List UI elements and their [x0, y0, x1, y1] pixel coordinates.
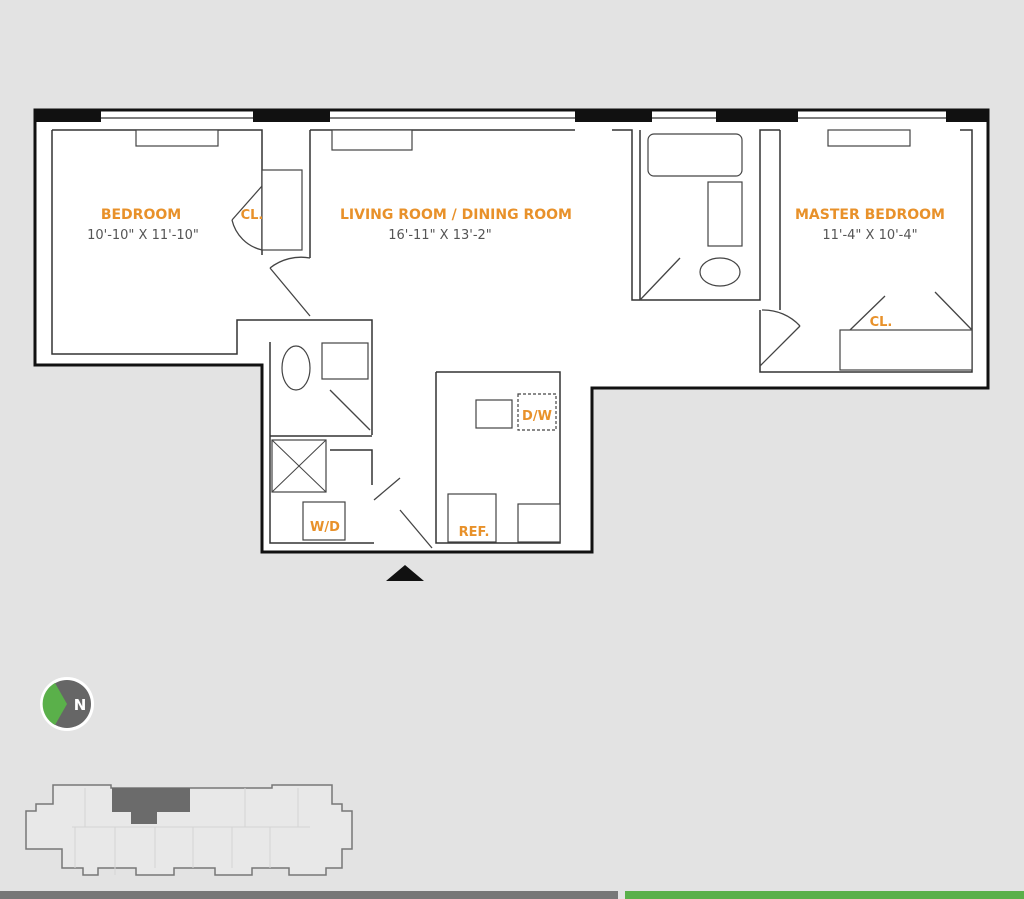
entry-arrow-icon: [386, 565, 424, 581]
progress-bar-right: [625, 891, 1024, 899]
closet-label: CL.: [241, 208, 264, 223]
vanity-sink: [707, 181, 743, 247]
master-bedroom-name: MASTER BEDROOM: [795, 207, 945, 223]
kitchen-sink: [475, 399, 513, 429]
closet-shelf: [839, 329, 973, 371]
vanity-sink: [321, 342, 369, 380]
master-closet-label: CL.: [870, 315, 893, 330]
range: [517, 503, 561, 543]
bedroom-name: BEDROOM: [101, 207, 181, 223]
ac-unit: [135, 129, 219, 147]
living-room-dimensions: 16'-11" X 13'-2": [388, 228, 492, 243]
interior-walls: [35, 110, 988, 544]
bathtub: [647, 133, 743, 177]
refrigerator-label: REF.: [459, 525, 490, 540]
washer-dryer-label: W/D: [310, 520, 340, 535]
washer-dryer: [302, 501, 346, 541]
living-room-name: LIVING ROOM / DINING ROOM: [340, 207, 572, 223]
closet-shelf: [261, 169, 303, 251]
bedroom-dimensions: 10'-10" X 11'-10": [87, 228, 199, 243]
toilet: [281, 345, 311, 391]
unit-highlight: [112, 788, 190, 824]
ac-unit: [331, 129, 413, 151]
ac-unit: [827, 129, 911, 147]
compass-label: N: [74, 696, 87, 714]
master-bedroom-dimensions: 11'-4" X 10'-4": [822, 228, 917, 243]
building-key-plan: [25, 784, 353, 876]
dishwasher-label: D/W: [522, 409, 552, 424]
toilet: [699, 257, 741, 287]
progress-bar-left: [0, 891, 618, 899]
north-compass-icon: N: [40, 677, 94, 731]
doors: [231, 185, 973, 549]
dishwasher: [517, 393, 557, 431]
refrigerator: [447, 493, 497, 543]
